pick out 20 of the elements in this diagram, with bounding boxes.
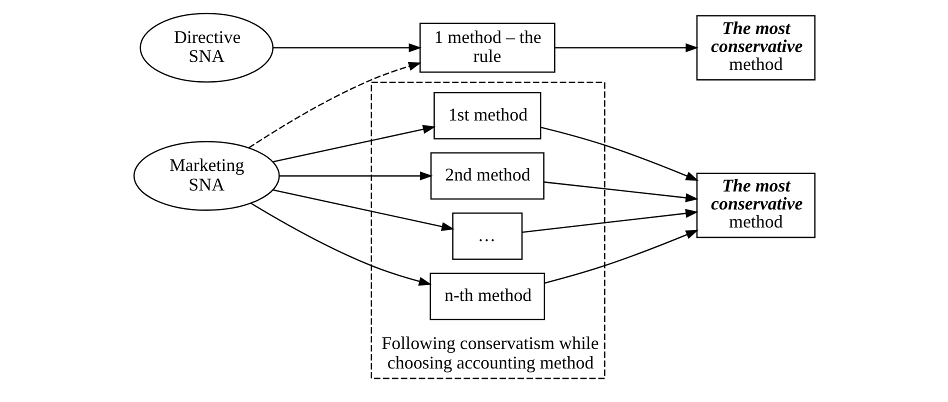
node-ellipse: Directive SNA	[139, 12, 274, 83]
node-box: 1 method – the rule	[418, 22, 555, 73]
arrow	[272, 189, 454, 231]
arrow	[522, 208, 698, 233]
arrow	[544, 181, 698, 202]
arrow	[540, 126, 698, 181]
arrow	[554, 43, 698, 52]
arrow	[248, 62, 421, 148]
arrow	[272, 124, 436, 162]
arrow	[544, 230, 698, 284]
node-box: n-th method	[429, 272, 545, 320]
arrow	[278, 171, 432, 180]
arrow	[272, 43, 422, 52]
node-box: The most conservative method	[696, 172, 816, 238]
node-box: 1st method	[433, 92, 541, 140]
arrow	[250, 202, 432, 286]
node-box: The most conservative method	[696, 15, 816, 80]
node-box: …	[452, 212, 522, 260]
node-box: 2nd method	[430, 152, 544, 200]
node-ellipse: Marketing SNA	[132, 141, 280, 211]
